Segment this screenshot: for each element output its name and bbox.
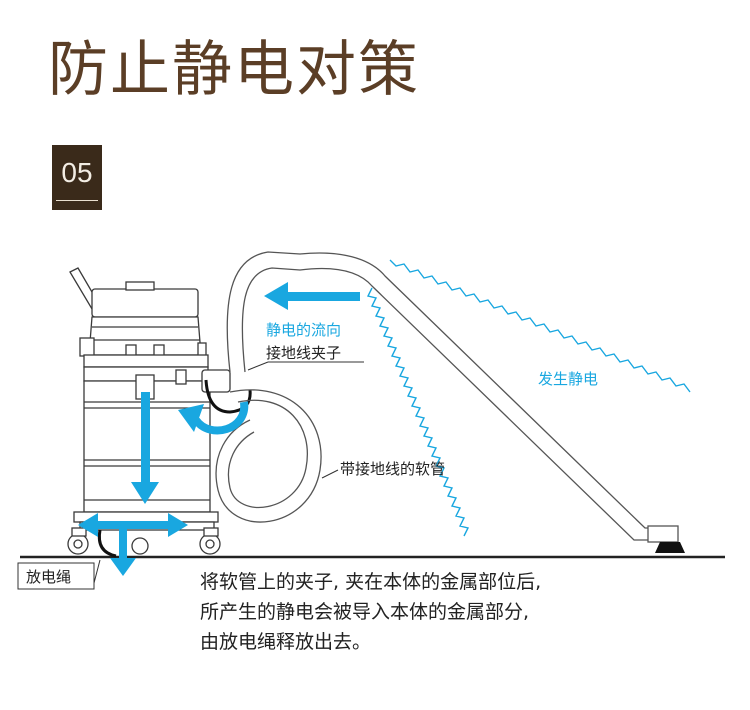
flow-arrow-floor-head (110, 558, 136, 576)
discharge-wire (97, 529, 117, 558)
hose-inlet (201, 369, 231, 393)
label-ground-clamp: 接地线夹子 (266, 344, 341, 362)
label-grounded-hose: 带接地线的软管 (340, 460, 445, 478)
flow-arrow-down (141, 392, 150, 484)
caption-line-3: 由放电绳释放出去。 (200, 631, 372, 653)
flow-arrow-base-right (168, 513, 188, 537)
left-latch (79, 337, 95, 357)
static-zigzag-lower (366, 287, 470, 537)
label-generate-static: 发生静电 (538, 370, 598, 388)
vacuum-cleaner (67, 267, 231, 555)
static-zigzag (389, 259, 691, 393)
caster-middle (131, 537, 149, 555)
flow-arrow-floor (119, 529, 127, 559)
badge-underline (56, 200, 98, 201)
motor-head (91, 288, 199, 318)
floor-nozzle (655, 542, 685, 553)
flow-arrow-top-head (264, 282, 288, 310)
flow-arrow-down-head (131, 482, 159, 504)
caption-line-2: 所产生的静电会被导入本体的金属部分, (200, 601, 530, 623)
page-title: 防止静电对策 (48, 35, 420, 105)
clamp-leader (247, 361, 269, 371)
flow-arrow-top (285, 292, 360, 301)
caption-line-1: 将软管上的夹子, 夹在本体的金属部位后, (200, 571, 542, 593)
motor-collar (88, 316, 202, 356)
step-badge: 05 (52, 145, 102, 210)
side-fitting (175, 369, 187, 385)
grounded-hose (215, 251, 679, 545)
motor-knob (125, 281, 155, 291)
label-discharge-wire: 放电绳 (26, 568, 71, 586)
wire-leader (93, 559, 101, 584)
static-flow-arrows (78, 282, 360, 576)
flow-arrow-curve-head (178, 404, 204, 432)
flow-arrow-base (96, 521, 170, 529)
flow-arrow-curve (192, 401, 249, 435)
discharge-wire-label-box (17, 562, 95, 590)
hose-leader (321, 469, 339, 479)
lid-ring (83, 354, 209, 368)
step-number: 05 (61, 157, 93, 188)
description-caption: 将软管上的夹子, 夹在本体的金属部位后, 所产生的静电会被导入本体的金属部分, … (200, 567, 541, 657)
flow-arrow-base-left (78, 513, 98, 537)
label-static-flow: 静电的流向 (266, 321, 341, 339)
